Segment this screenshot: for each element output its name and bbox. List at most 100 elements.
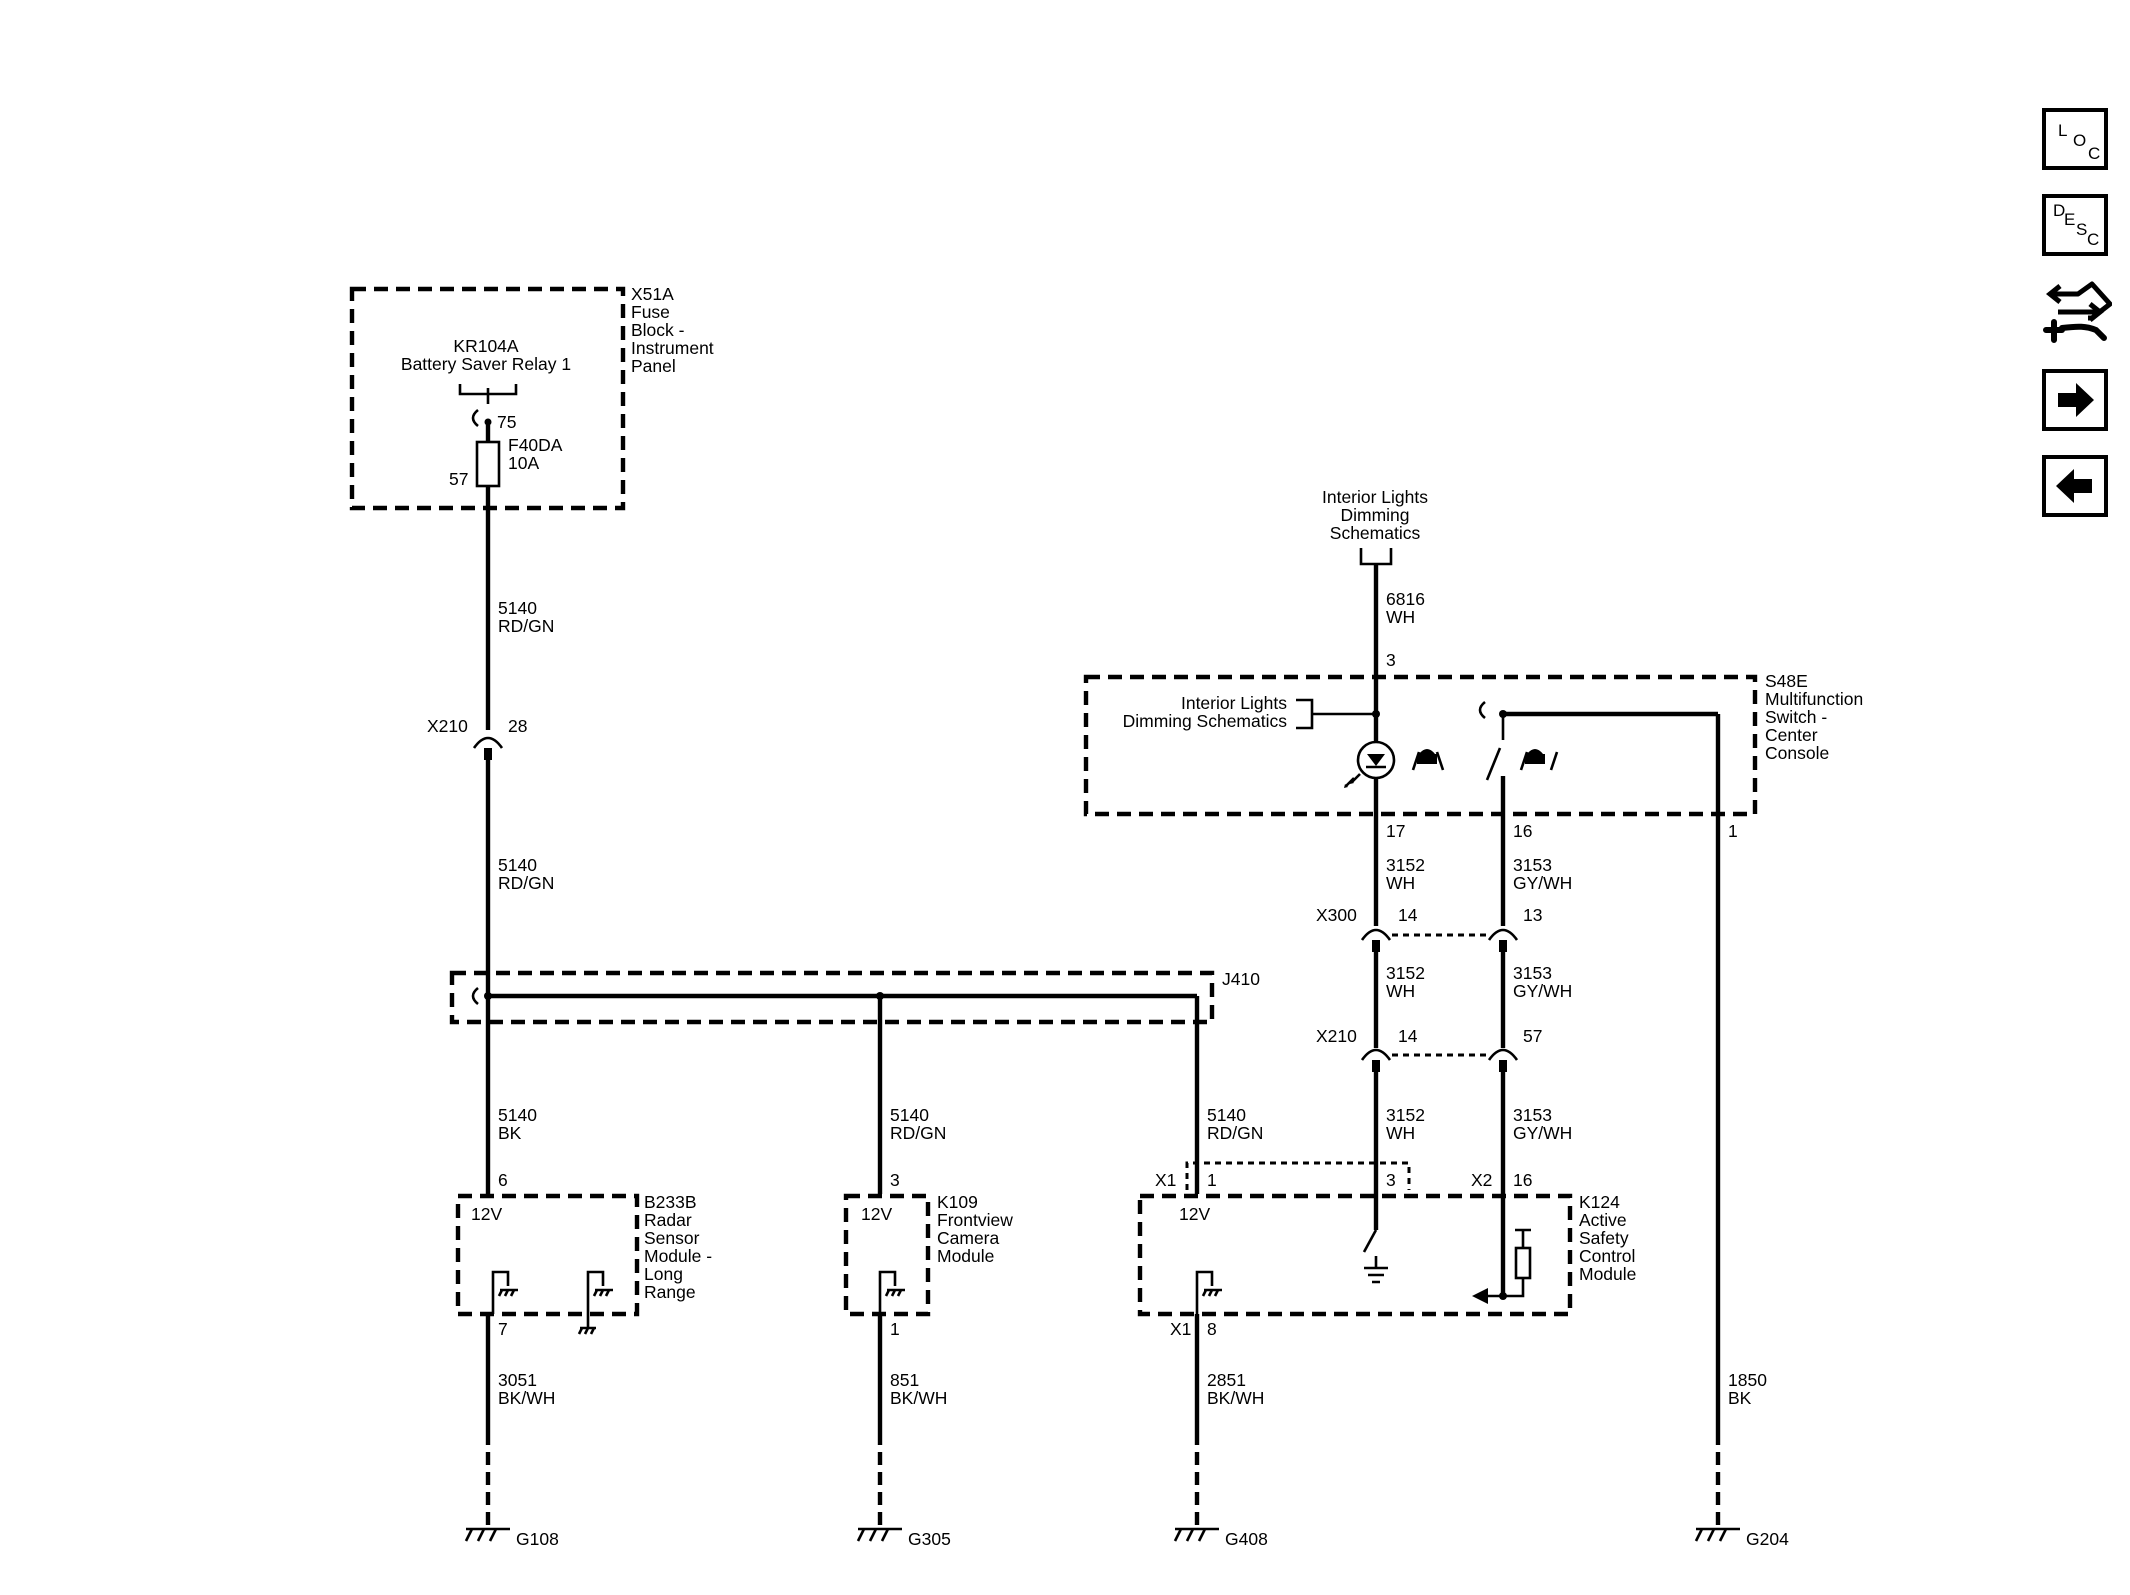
svg-text:2851: 2851	[1207, 1370, 1246, 1390]
s48e-pin-1: 1	[1728, 821, 1738, 841]
wire-3051-label: 3051 BK/WH	[498, 1370, 555, 1408]
svg-text:5140: 5140	[890, 1105, 929, 1125]
x210-connector-mid: X210 14 57	[1316, 1026, 1542, 1072]
b233b-pin-top: 6	[498, 1170, 508, 1190]
x210-mid-label: X210	[1316, 1026, 1357, 1046]
next-page-button[interactable]	[2042, 369, 2108, 431]
b233b-voltage: 12V	[471, 1204, 502, 1224]
x51a-desc-4: Panel	[631, 356, 676, 376]
lane-car-icon-2	[1519, 749, 1559, 771]
svg-text:WH: WH	[1386, 873, 1415, 893]
desc-letter-c: C	[2087, 230, 2100, 249]
svg-text:3153: 3153	[1513, 855, 1552, 875]
b233b-desc-2: Sensor	[644, 1228, 700, 1248]
svg-text:5140: 5140	[498, 598, 537, 618]
k124-desc-2: Safety	[1579, 1228, 1629, 1248]
x51a-label: X51A	[631, 284, 674, 304]
f40da-pin: 57	[449, 469, 468, 489]
desc-letter-s: S	[2076, 220, 2088, 239]
k124-x1-bottom-label: X1	[1170, 1319, 1191, 1339]
f40da-label: F40DA	[508, 435, 563, 455]
loc-letter-c: C	[2088, 144, 2101, 163]
k109-pin-top: 3	[890, 1170, 900, 1190]
loc-button[interactable]: L O C	[2042, 108, 2108, 170]
svg-text:WH: WH	[1386, 981, 1415, 1001]
j410-label: J410	[1222, 969, 1260, 989]
svg-text:BK/WH: BK/WH	[890, 1388, 947, 1408]
k124-pin-1: 1	[1207, 1170, 1217, 1190]
s48e-desc-3: Center	[1765, 725, 1818, 745]
svg-text:851: 851	[890, 1370, 919, 1390]
svg-text:RD/GN: RD/GN	[498, 616, 554, 636]
k109-desc-1: Frontview	[937, 1210, 1013, 1230]
svg-text:WH: WH	[1386, 607, 1415, 627]
svg-text:RD/GN: RD/GN	[1207, 1123, 1263, 1143]
k109-pin-bottom: 1	[890, 1319, 900, 1339]
connector-tool-button[interactable]	[2038, 278, 2112, 348]
wire-3152-b-label: 3152 WH	[1386, 963, 1425, 1001]
wire-6816-label: 6816 WH	[1386, 589, 1425, 627]
arrow-right-icon	[2058, 383, 2094, 417]
loc-letter-o: O	[2073, 131, 2087, 150]
x210-mid-pin-57: 57	[1523, 1026, 1542, 1046]
k124-pin-16: 16	[1513, 1170, 1532, 1190]
wire-1850-label: 1850 BK	[1728, 1370, 1767, 1408]
x51a-desc-3: Instrument	[631, 338, 714, 358]
ground-g108: G108	[464, 1432, 559, 1549]
kr104a-label: KR104A	[453, 336, 519, 356]
svg-text:BK: BK	[498, 1123, 522, 1143]
wire-5140-top-label: 5140 RD/GN	[498, 598, 554, 636]
svg-text:Dimming Schematics: Dimming Schematics	[1123, 711, 1288, 731]
svg-text:RD/GN: RD/GN	[890, 1123, 946, 1143]
g305-label: G305	[908, 1529, 951, 1549]
lane-car-icon	[1411, 749, 1445, 771]
b233b-desc-5: Range	[644, 1282, 696, 1302]
k124-x2-label: X2	[1471, 1170, 1492, 1190]
svg-text:3152: 3152	[1386, 1105, 1425, 1125]
svg-text:GY/WH: GY/WH	[1513, 873, 1572, 893]
svg-text:Schematics: Schematics	[1330, 523, 1421, 543]
wire-851-label: 851 BK/WH	[890, 1370, 947, 1408]
desc-button[interactable]: D E S C	[2042, 194, 2108, 256]
svg-text:3152: 3152	[1386, 963, 1425, 983]
k109-desc-2: Camera	[937, 1228, 1000, 1248]
x300-connector: X300 14 13	[1316, 905, 1542, 952]
wire-3153-a-label: 3153 GY/WH	[1513, 855, 1572, 893]
desc-letter-e: E	[2064, 210, 2076, 229]
g204-label: G204	[1746, 1529, 1789, 1549]
x51a-fuse-block: X51A Fuse Block - Instrument Panel	[349, 284, 714, 511]
s48e-multifunction-switch: 3 S48E Multifunction Switch - Center Con…	[1083, 650, 1863, 841]
k124-desc-1: Active	[1579, 1210, 1627, 1230]
svg-text:Interior Lights: Interior Lights	[1181, 693, 1287, 713]
svg-text:Interior Lights: Interior Lights	[1322, 487, 1428, 507]
wire-3153-b-label: 3153 GY/WH	[1513, 963, 1572, 1001]
k109-label: K109	[937, 1192, 978, 1212]
k109-desc-3: Module	[937, 1246, 994, 1266]
svg-text:BK/WH: BK/WH	[1207, 1388, 1264, 1408]
s48e-label: S48E	[1765, 671, 1808, 691]
desc-letter-d: D	[2053, 201, 2066, 220]
x51a-desc-2: Block -	[631, 320, 685, 340]
b233b-label: B233B	[644, 1192, 697, 1212]
previous-page-button[interactable]	[2042, 455, 2108, 517]
k124-label: K124	[1579, 1192, 1620, 1212]
k124-desc-3: Control	[1579, 1246, 1635, 1266]
k124-pin-3: 3	[1386, 1170, 1396, 1190]
wire-5140-mid-label: 5140 RD/GN	[498, 855, 554, 893]
k109-voltage: 12V	[861, 1204, 892, 1224]
ground-g305: G305	[856, 1432, 951, 1549]
svg-text:3153: 3153	[1513, 1105, 1552, 1125]
ground-g408: G408	[1173, 1432, 1268, 1549]
b233b-radar-module: 6 12V B233B Radar Sensor Module - Long R…	[455, 1170, 712, 1339]
wire-2851-label: 2851 BK/WH	[1207, 1370, 1264, 1408]
s48e-pin-3: 3	[1386, 650, 1396, 670]
svg-text:5140: 5140	[498, 855, 537, 875]
k124-x1-label: X1	[1155, 1170, 1176, 1190]
svg-text:BK: BK	[1728, 1388, 1752, 1408]
x210-connector-top: X210 28	[427, 716, 527, 760]
f40da-rating: 10A	[508, 453, 539, 473]
dimming-schematics-top-ref: Interior Lights Dimming Schematics	[1322, 487, 1428, 566]
s48e-pin-17: 17	[1386, 821, 1405, 841]
svg-text:5140: 5140	[498, 1105, 537, 1125]
